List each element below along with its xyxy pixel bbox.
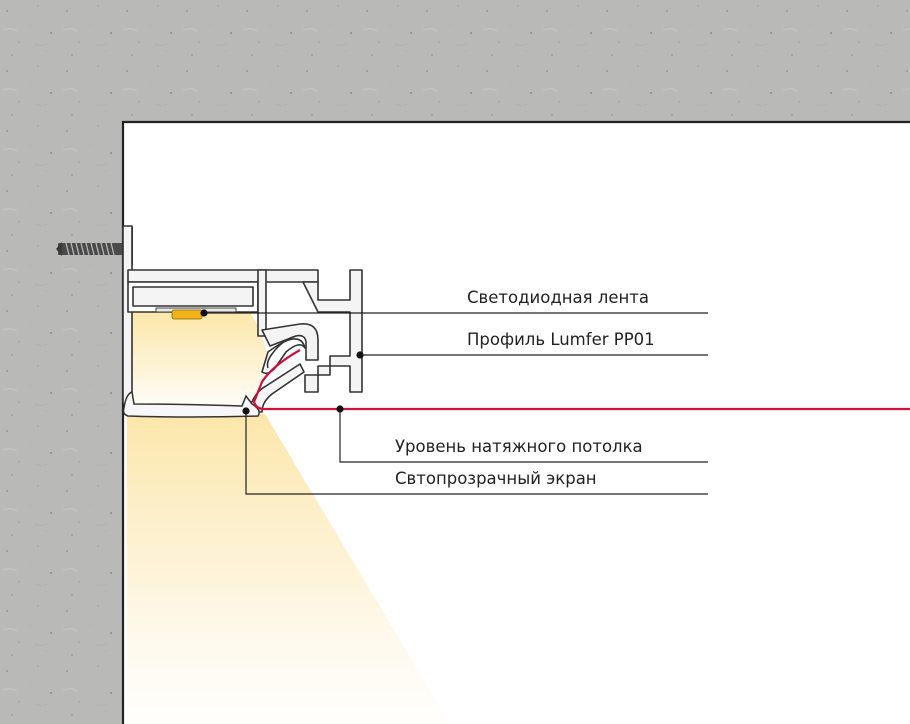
light-glow <box>128 312 268 410</box>
label-ceiling-level: Уровень натяжного потолка <box>395 437 643 456</box>
leader-dots <box>200 309 364 415</box>
label-profile: Профиль Lumfer PP01 <box>467 330 655 349</box>
aluminium-profile <box>122 225 363 413</box>
label-diffuser: Свтопрозрачный экран <box>395 469 597 488</box>
wall-edge <box>121 120 910 724</box>
label-led-strip: Светодиодная лента <box>467 288 650 307</box>
leader-lines <box>204 312 708 495</box>
light-beam <box>127 414 450 724</box>
stretch-ceiling-line <box>252 349 910 411</box>
led-strip <box>155 307 237 320</box>
